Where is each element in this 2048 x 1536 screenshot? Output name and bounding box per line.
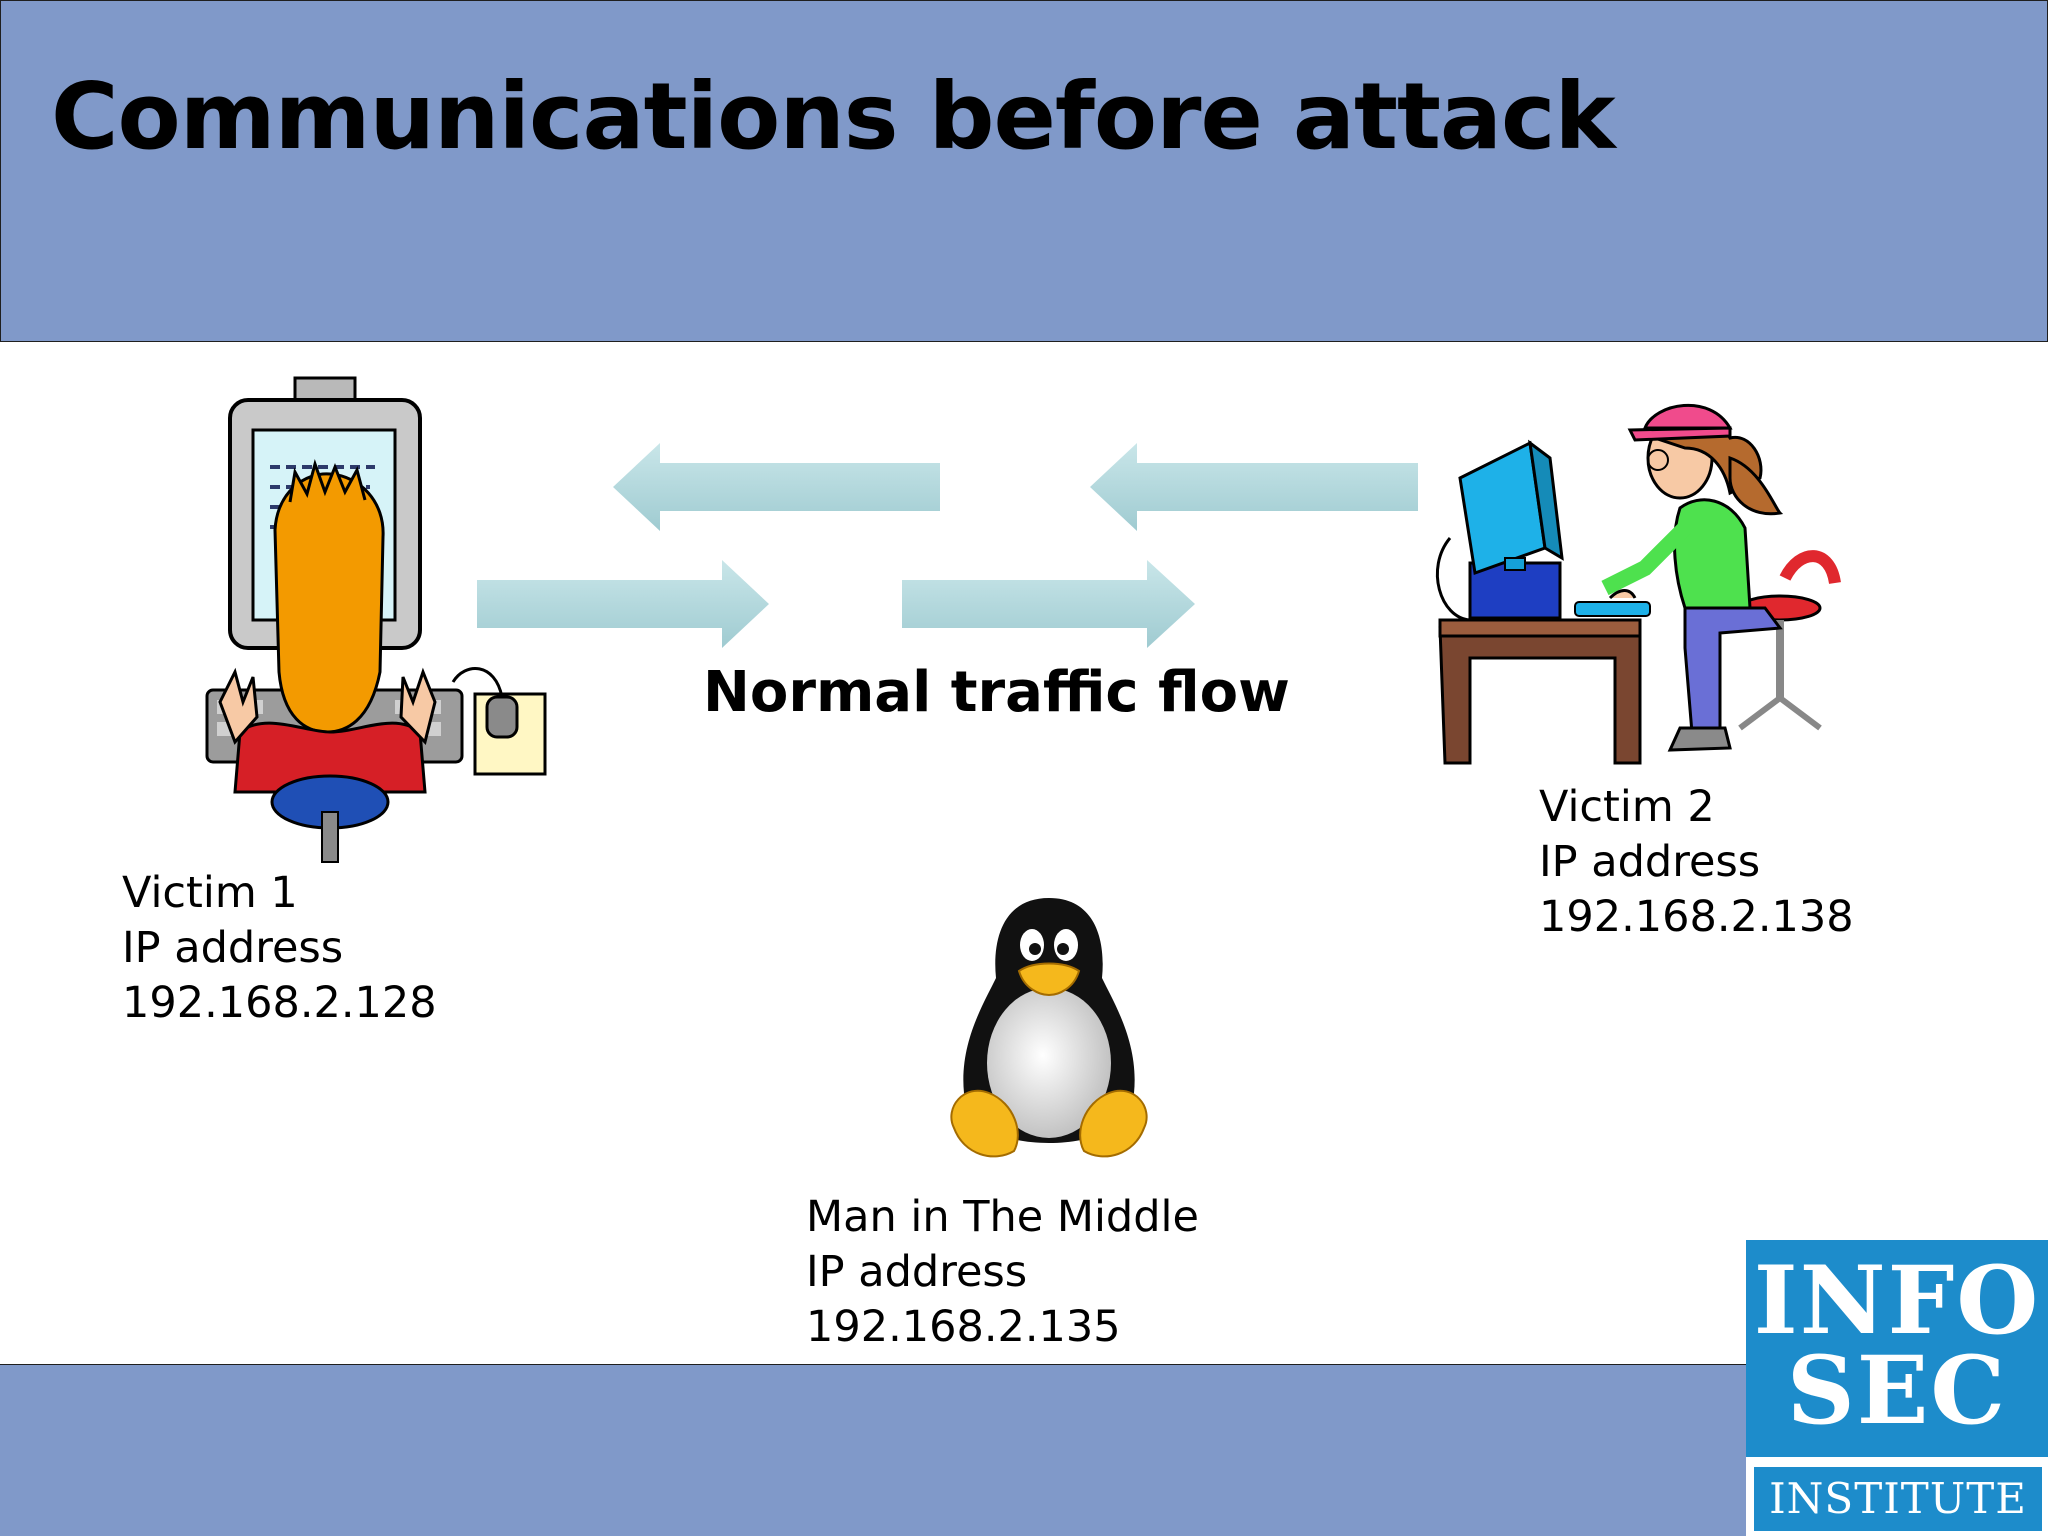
- victim2-name: Victim 2: [1539, 782, 1715, 832]
- tux-penguin-icon: [950, 898, 1148, 1158]
- logo-line-sec: SEC: [1786, 1336, 2008, 1446]
- arrow-left-icon: [613, 443, 940, 531]
- computer-user-icon: [205, 376, 547, 863]
- logo-institute-bar: INSTITUTE: [1746, 1457, 2048, 1536]
- mitm-ip: 192.168.2.135: [806, 1302, 1121, 1352]
- logo-line-institute: INSTITUTE: [1754, 1467, 2042, 1531]
- victim1-ip-label: IP address: [122, 923, 344, 973]
- infosec-logo: INFO SEC INSTITUTE: [1746, 1240, 2048, 1536]
- arrow-left-icon: [1090, 443, 1418, 531]
- victim1-ip: 192.168.2.128: [122, 978, 437, 1028]
- victim2-ip-label: IP address: [1539, 837, 1761, 887]
- victim1-label: Victim 1 IP address 192.168.2.128: [122, 866, 437, 1031]
- victim2-label: Victim 2 IP address 192.168.2.138: [1539, 780, 1854, 945]
- slide-title: Communications before attack: [51, 63, 1616, 170]
- mitm-name: Man in The Middle: [806, 1192, 1199, 1242]
- victim2-ip: 192.168.2.138: [1539, 892, 1854, 942]
- mitm-ip-label: IP address: [806, 1247, 1028, 1297]
- victim1-name: Victim 1: [122, 868, 298, 918]
- mitm-label: Man in The Middle IP address 192.168.2.1…: [806, 1190, 1199, 1355]
- header-band: Communications before attack: [0, 0, 2048, 342]
- arrow-right-icon: [902, 560, 1195, 648]
- logo-line-info: INFO: [1753, 1246, 2041, 1356]
- footer-band: [0, 1364, 2046, 1536]
- arrow-right-icon: [477, 560, 769, 648]
- traffic-flow-label: Normal traffic flow: [703, 660, 1290, 725]
- desk-user-icon: [1435, 404, 1841, 765]
